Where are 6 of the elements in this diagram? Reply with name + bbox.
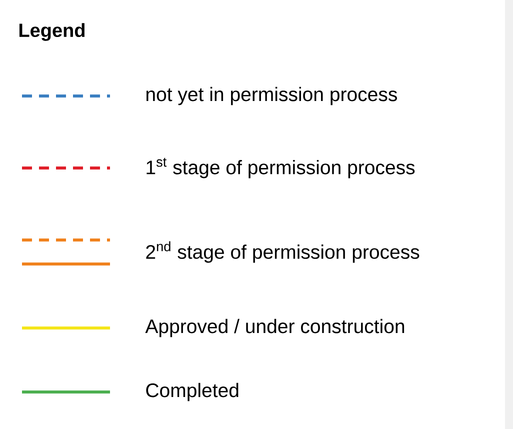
legend-label: Approved / under construction bbox=[145, 318, 404, 338]
legend-label: 1$^{st}$ stage of permission process bbox=[146, 158, 415, 178]
legend-label: not yet in permission process bbox=[146, 86, 397, 106]
legend-title: Legend bbox=[19, 23, 84, 41]
legend-label: Completed bbox=[146, 382, 238, 402]
legend-label: 2$^{nd}$ stage of permission process bbox=[146, 241, 420, 263]
